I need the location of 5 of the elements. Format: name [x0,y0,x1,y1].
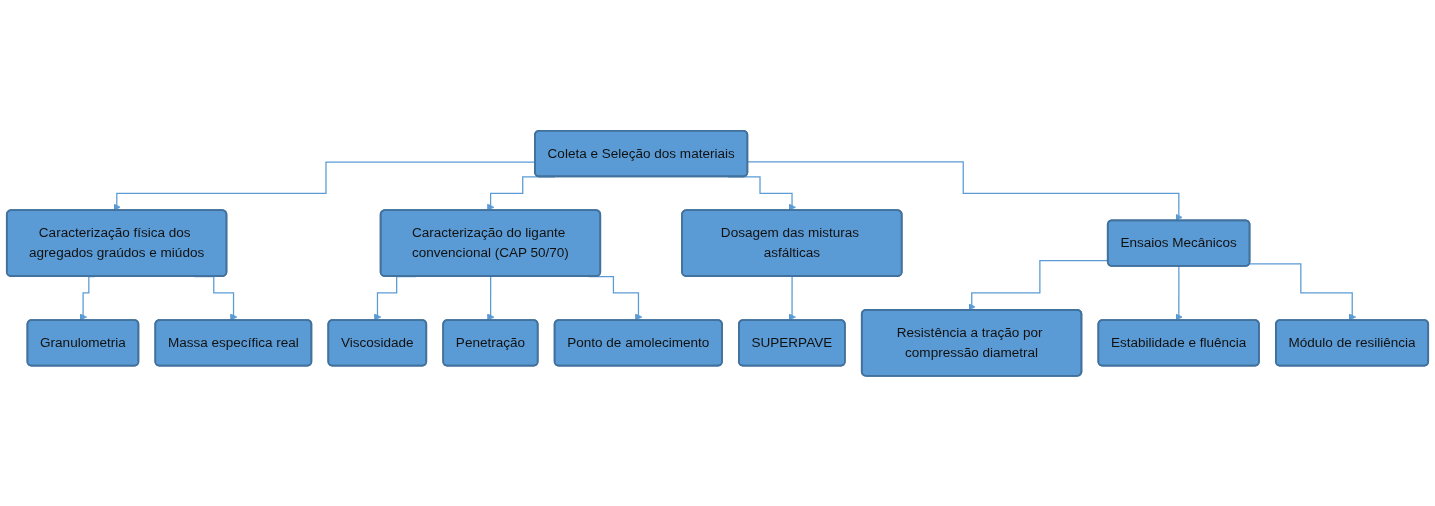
arrow [1175,265,1183,321]
arrow [487,275,495,321]
arrow [1249,262,1357,321]
arrow [747,160,1183,221]
arrow [788,275,796,321]
